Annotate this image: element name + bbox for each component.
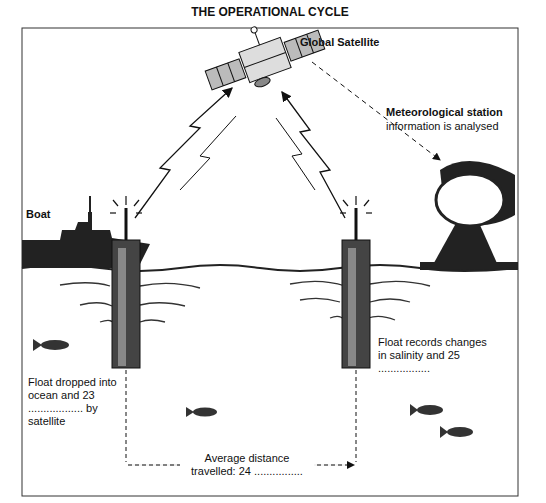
distance-label: Average distance travelled: 24 .........…	[180, 452, 314, 478]
station-note: information is analysed	[386, 120, 499, 133]
satellite-label: Global Satellite	[300, 36, 379, 49]
station-label: Meteorological station	[386, 106, 503, 119]
float-drop-label: Float dropped into ocean and 23 ........…	[28, 376, 120, 428]
diagram-title: THE OPERATIONAL CYCLE	[0, 6, 543, 19]
boat-label: Boat	[26, 208, 50, 221]
float-record-label: Float records changes in salinity and 25…	[378, 336, 498, 375]
